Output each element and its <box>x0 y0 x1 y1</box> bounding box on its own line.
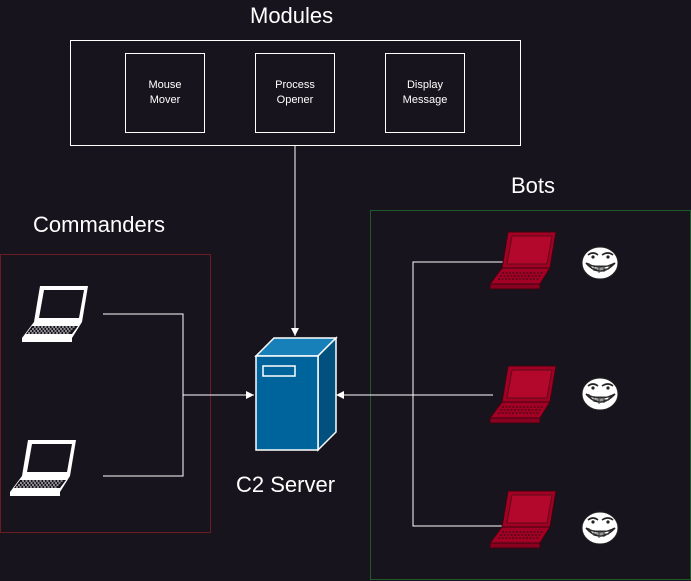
troll-face-icon <box>581 246 619 280</box>
bot-laptop-icon <box>489 231 557 290</box>
server-label: C2 Server <box>236 472 336 497</box>
bot-laptop-icon <box>489 365 557 424</box>
module-process-opener: Process Opener <box>255 53 335 133</box>
troll-face-icon <box>581 511 619 545</box>
commander-laptop-icon <box>21 285 89 343</box>
bots-connector <box>336 261 516 527</box>
commanders-title: Commanders <box>33 212 166 237</box>
modules-container <box>70 40 521 146</box>
troll-face-icon <box>581 377 619 411</box>
modules-title: Modules <box>250 3 334 28</box>
bot-laptop-icon <box>489 490 557 549</box>
commanders-connector <box>103 313 254 477</box>
server-icon <box>254 336 338 452</box>
commanders-container <box>0 254 211 533</box>
module-display-message: Display Message <box>385 53 465 133</box>
module-mouse-mover: Mouse Mover <box>125 53 205 133</box>
commander-laptop-icon <box>9 439 77 497</box>
bots-title: Bots <box>511 173 556 198</box>
